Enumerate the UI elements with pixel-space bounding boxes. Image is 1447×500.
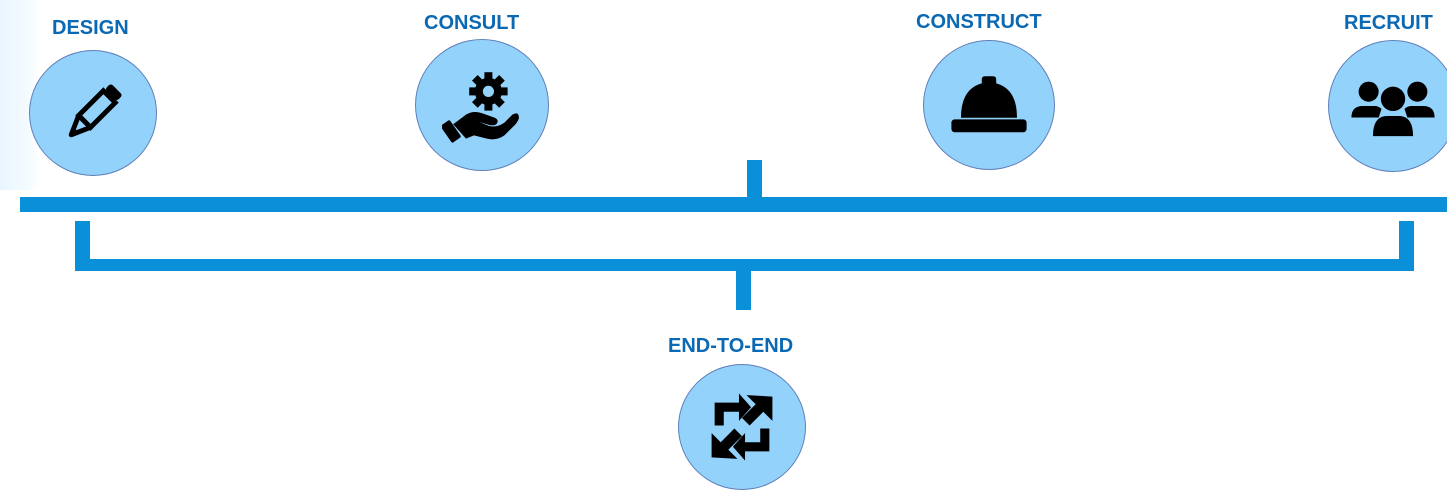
consult-label: CONSULT [424, 12, 520, 34]
pencil-icon [68, 84, 122, 138]
refresh-cycle-icon [711, 393, 773, 461]
construct-label: CONSTRUCT [916, 11, 1042, 33]
hard-hat-icon [951, 76, 1027, 133]
connector-stem-bottom [736, 259, 751, 310]
connector-main-bar [20, 197, 1447, 212]
connector-stem-top [747, 160, 762, 204]
gear-in-hand-icon [442, 72, 519, 143]
bracket-right-arm [1399, 221, 1414, 269]
people-group-icon [1351, 81, 1435, 137]
design-node [29, 50, 157, 176]
end-to-end-label: END-TO-END [668, 335, 794, 357]
recruit-node [1328, 40, 1447, 172]
construct-node [923, 40, 1055, 170]
consult-node [415, 39, 549, 171]
bracket-left-arm [75, 221, 90, 269]
design-label: DESIGN [52, 17, 129, 39]
recruit-label: RECRUIT [1344, 12, 1433, 34]
end-to-end-node [678, 364, 806, 490]
